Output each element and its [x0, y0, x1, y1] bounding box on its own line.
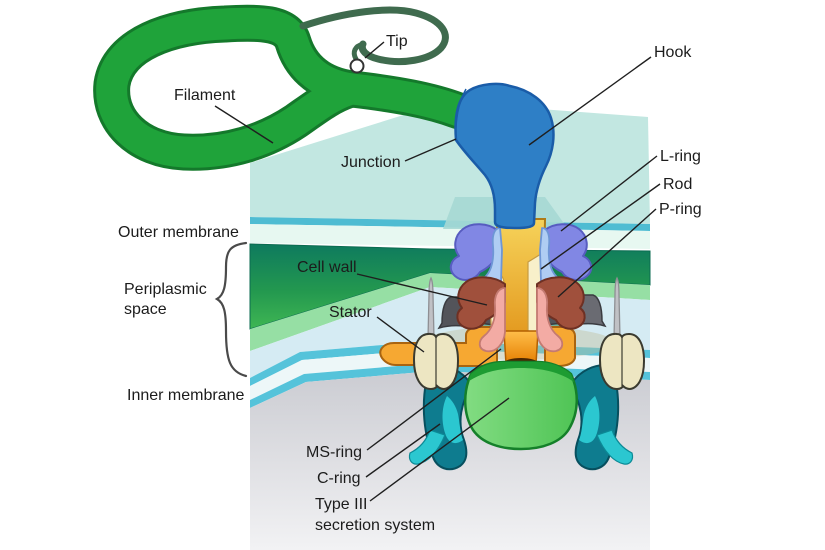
label-outer-membrane: Outer membrane [118, 224, 239, 241]
label-periplasmic-1: Periplasmic [124, 281, 207, 298]
hook-group [454, 82, 555, 230]
ms-ring-leader [366, 348, 502, 451]
filament-tip-end [351, 41, 366, 62]
t3ss-bulb-rim [469, 362, 574, 382]
label-p-ring: P-ring [659, 201, 702, 218]
filament-leader [214, 105, 274, 144]
label-cell-wall: Cell wall [297, 259, 357, 276]
hook-leader [528, 56, 652, 146]
stator-group [412, 276, 646, 391]
c-ring [408, 364, 634, 471]
l-ring-group [449, 223, 593, 297]
label-tip: Tip [386, 33, 408, 50]
label-l-ring: L-ring [660, 148, 701, 165]
periplasmic-brace [214, 241, 248, 378]
t3ss-bulb [464, 360, 578, 451]
l-ring-left-lobe [449, 223, 498, 281]
t3ss-leader [369, 397, 510, 502]
label-t3ss-2: secretion system [315, 517, 435, 534]
leader-lines [214, 41, 661, 502]
stator-leader [376, 316, 425, 353]
p-ring-leader [557, 208, 657, 298]
label-ms-ring: MS-ring [306, 444, 362, 461]
l-ring-leader [560, 155, 658, 232]
labels: Tip Filament Hook Junction L-ring Rod P-… [118, 33, 702, 534]
tip-leader [364, 41, 385, 59]
c-ring-leader [365, 423, 441, 478]
rod-leader [540, 183, 661, 270]
label-periplasmic-2: space [124, 301, 167, 318]
label-hook: Hook [654, 44, 692, 61]
c-ring-right-tail [596, 429, 634, 465]
p-ring-group [456, 276, 586, 353]
stator-left-spike [427, 276, 435, 339]
t3ss-group [464, 360, 578, 451]
label-filament: Filament [174, 87, 236, 104]
label-t3ss-1: Type III [315, 496, 367, 513]
hook-junction-seam [455, 88, 467, 141]
tip-terminal-circle [349, 58, 365, 74]
label-rod: Rod [663, 176, 692, 193]
c-ring-right-accent [579, 396, 600, 444]
filament-tip-ribbon [299, 6, 449, 65]
filament-group [93, 4, 478, 171]
label-c-ring: C-ring [317, 470, 361, 487]
filament [96, 7, 475, 168]
p-ring-right-horn [536, 287, 564, 353]
label-inner-membrane: Inner membrane [127, 387, 244, 404]
cell-wall-leader [356, 273, 488, 306]
c-ring-left-accent [442, 396, 463, 444]
junction-leader [404, 138, 457, 162]
label-stator: Stator [329, 304, 372, 321]
hook [454, 82, 555, 230]
stator-right-spike [613, 276, 621, 339]
label-junction: Junction [341, 154, 401, 171]
p-ring-left-horn [478, 287, 506, 353]
p-ring-right-lobe [536, 276, 586, 330]
